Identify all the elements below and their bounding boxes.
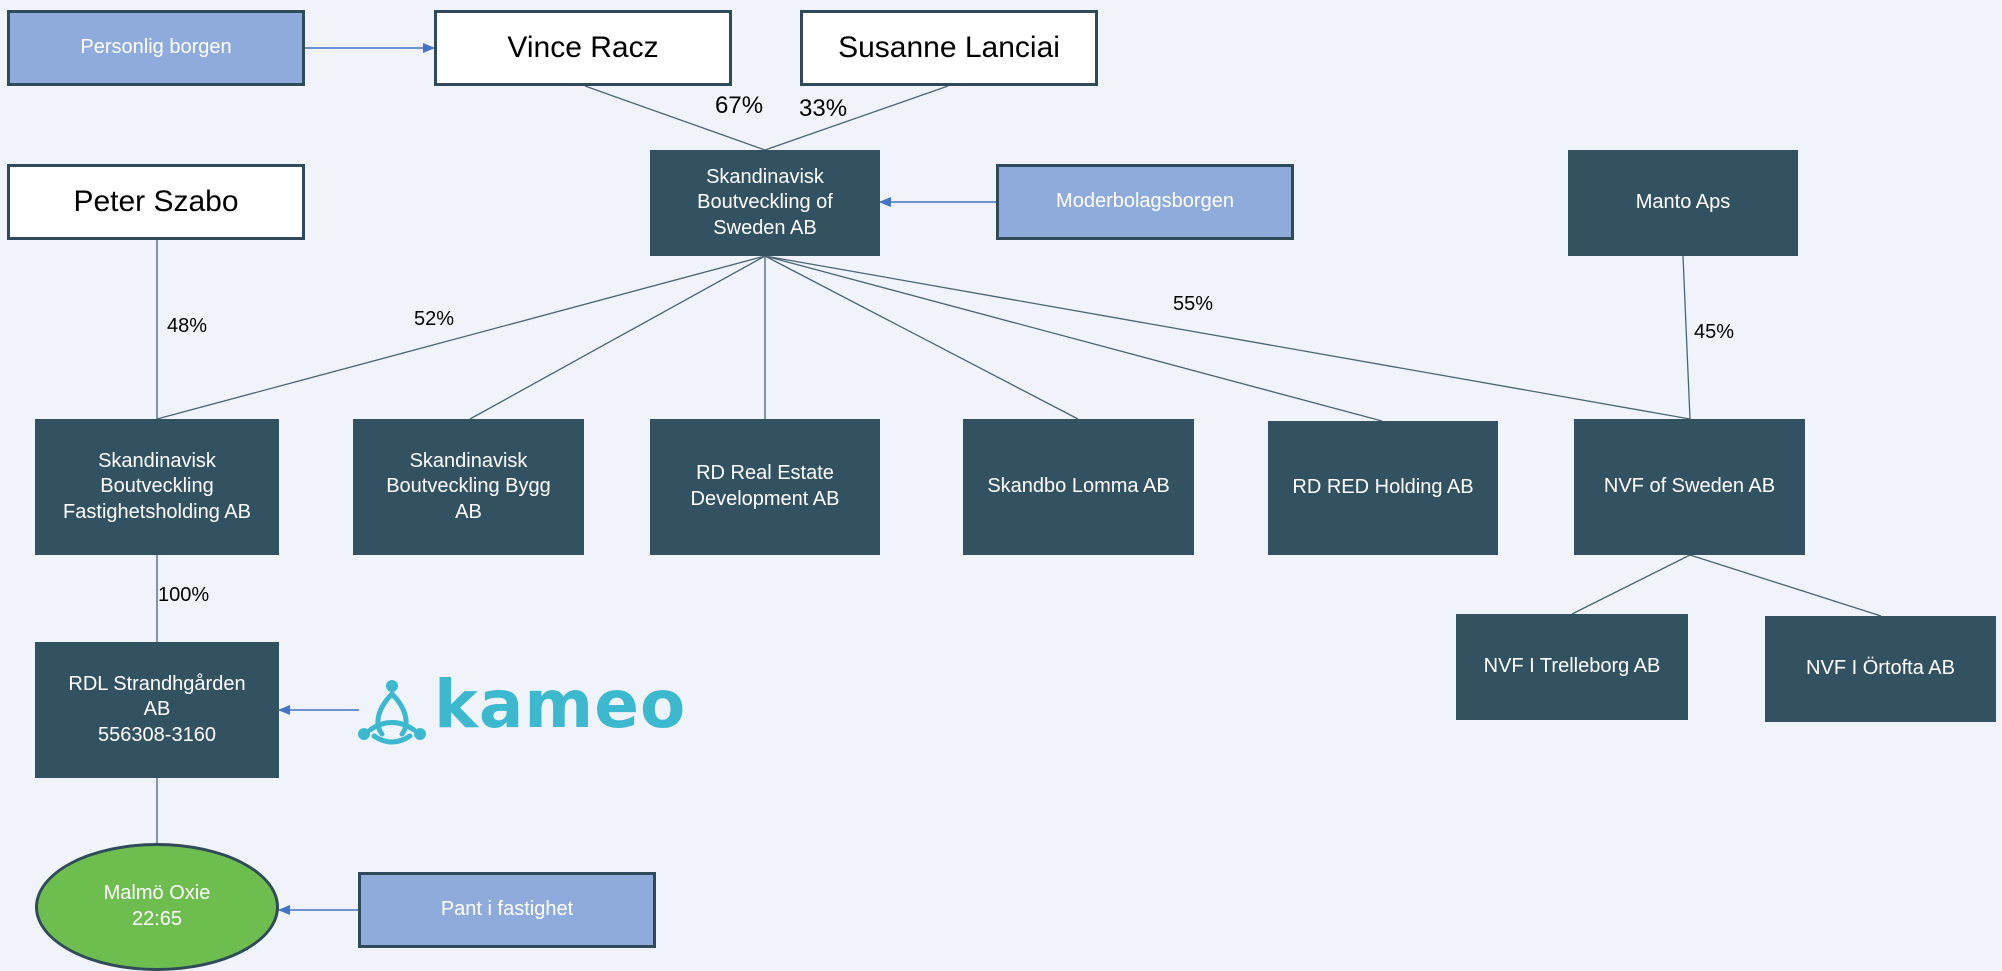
line-sbs-to-rd-red bbox=[764, 255, 1383, 422]
pct-vince-to-sbs: 67% bbox=[715, 92, 764, 119]
vince-racz-box: Vince Racz bbox=[434, 10, 732, 86]
rd-real-estate-box: RD Real Estate Development AB bbox=[650, 419, 880, 555]
kameo-wordmark: kameo bbox=[434, 666, 687, 743]
skandbo-lomma-box: Skandbo Lomma AB bbox=[963, 419, 1194, 555]
personlig-borgen-box: Personlig borgen bbox=[7, 10, 305, 86]
pct-sbs-to-fastighetsholding: 52% bbox=[414, 308, 455, 330]
moderbolagsborgen-box: Moderbolagsborgen bbox=[996, 164, 1294, 240]
malmo-oxie-ellipse: Malmö Oxie 22:65 bbox=[35, 843, 279, 971]
rd-red-holding-box: RD RED Holding AB bbox=[1268, 421, 1498, 555]
kameo-logo: kameo bbox=[356, 666, 685, 748]
line-sbs-to-skandbo bbox=[764, 255, 1079, 420]
sbs-parent-box: Skandinavisk Boutveckling of Sweden AB bbox=[650, 150, 880, 256]
line-nvf-to-ortofta bbox=[1689, 554, 1882, 617]
line-susanne-to-sbs bbox=[764, 85, 949, 151]
line-manto-to-nvf bbox=[1682, 255, 1691, 420]
nvf-trelleborg-box: NVF I Trelleborg AB bbox=[1456, 614, 1688, 720]
sb-fastighetsholding-box: Skandinavisk Boutveckling Fastighetshold… bbox=[35, 419, 279, 555]
line-sbs-to-nvf bbox=[764, 255, 1691, 420]
susanne-lanciai-box: Susanne Lanciai bbox=[800, 10, 1098, 86]
pct-sbs-to-nvf: 55% bbox=[1173, 293, 1214, 315]
pct-susanne-to-sbs: 33% bbox=[799, 95, 848, 122]
rdl-strandhgarden-box: RDL Strandhgården AB 556308-3160 bbox=[35, 642, 279, 778]
pct-manto-to-nvf: 45% bbox=[1694, 321, 1735, 343]
peter-szabo-box: Peter Szabo bbox=[7, 164, 305, 240]
nvf-sweden-box: NVF of Sweden AB bbox=[1574, 419, 1805, 555]
line-sbs-to-fastighetsholding bbox=[156, 255, 766, 420]
nvf-ortofta-box: NVF I Örtofta AB bbox=[1765, 616, 1996, 722]
kameo-triangle-icon bbox=[358, 680, 426, 745]
manto-aps-box: Manto Aps bbox=[1568, 150, 1798, 256]
line-sbs-to-bygg bbox=[469, 255, 766, 420]
pant-i-fastighet-box: Pant i fastighet bbox=[358, 872, 656, 948]
pct-fastighetsholding-to-rdl: 100% bbox=[158, 584, 210, 606]
sb-bygg-box: Skandinavisk Boutveckling Bygg AB bbox=[353, 419, 584, 555]
pct-peter-to-fastighetsholding: 48% bbox=[167, 315, 208, 337]
line-nvf-to-trelleborg bbox=[1571, 554, 1691, 615]
